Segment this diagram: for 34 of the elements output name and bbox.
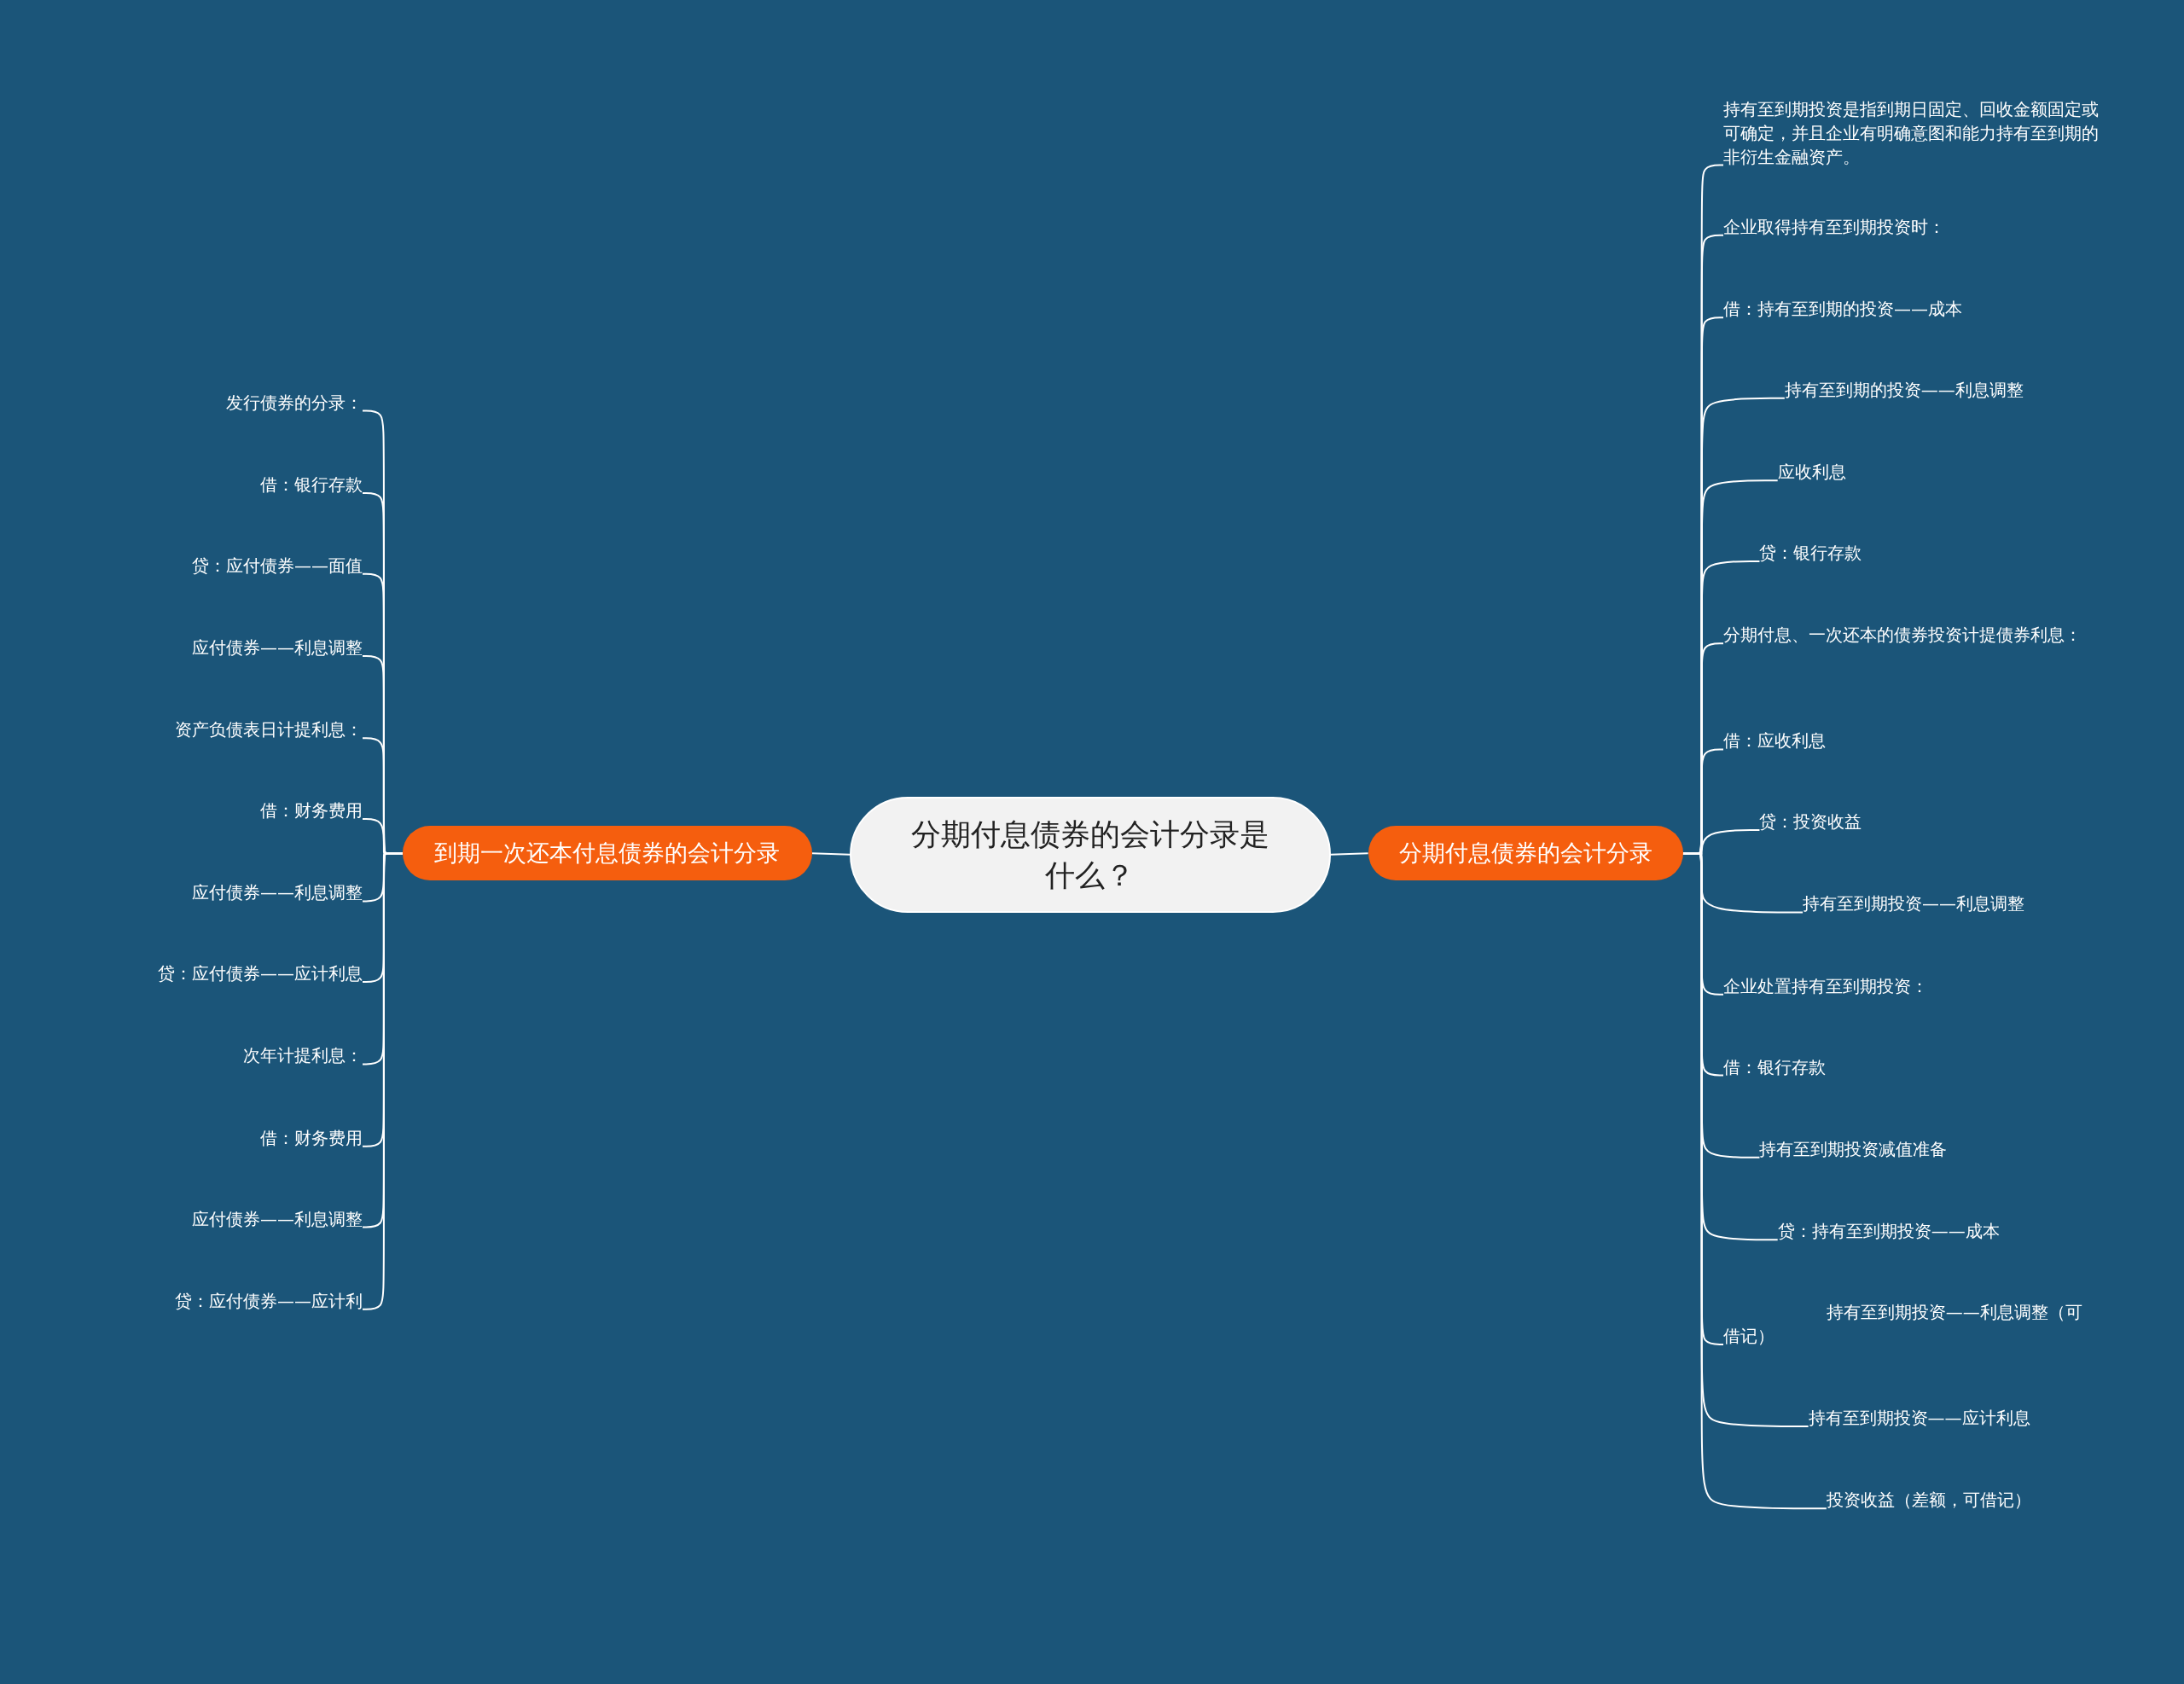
leaf-topic: 企业处置持有至到期投资： <box>1723 973 2099 998</box>
leaf-topic: 借：应收利息 <box>1723 729 2099 753</box>
leaf-topic: 应收利息 <box>1777 460 2099 485</box>
leaf-topic: 持有至到期的投资——利息调整 <box>1784 377 2099 402</box>
leaf-topic: 持有至到期投资——利息调整（可借记） <box>1723 1299 2099 1348</box>
leaf-topic: 资产负债表日计提利息： <box>85 717 363 742</box>
leaf-topic: 分期付息、一次还本的债券投资计提债券利息： <box>1723 623 2099 647</box>
leaf-topic: 持有至到期投资——应计利息 <box>1808 1406 2099 1430</box>
leaf-topic: 应付债券——利息调整 <box>85 635 363 659</box>
leaf-topic: 借：财务费用 <box>85 1125 363 1150</box>
leaf-topic: 借：银行存款 <box>85 472 363 496</box>
leaf-topic: 借：银行存款 <box>1723 1054 2099 1079</box>
leaf-topic: 贷：持有至到期投资——成本 <box>1777 1219 2099 1244</box>
leaf-topic: 贷：银行存款 <box>1759 540 2099 565</box>
central-topic: 分期付息债券的会计分录是什么？ <box>850 797 1331 913</box>
leaf-topic: 贷：投资收益 <box>1759 810 2099 834</box>
leaf-topic: 投资收益（差额，可借记） <box>1826 1488 2099 1513</box>
leaf-topic: 次年计提利息： <box>85 1043 363 1068</box>
leaf-topic: 贷：应付债券——应计利息 <box>85 961 363 986</box>
branch-topic: 到期一次还本付息债券的会计分录 <box>402 826 812 881</box>
leaf-topic: 应付债券——利息调整 <box>85 880 363 905</box>
connector-line <box>811 852 851 856</box>
branch-topic: 分期付息债券的会计分录 <box>1368 826 1683 881</box>
leaf-topic: 贷：应付债券——应计利 <box>85 1288 363 1313</box>
leaf-topic: 应付债券——利息调整 <box>85 1206 363 1231</box>
leaf-topic: 持有至到期投资减值准备 <box>1759 1136 2099 1161</box>
leaf-topic: 持有至到期投资是指到期日固定、回收金额固定或可确定，并且企业有明确意图和能力持有至到期的非衍生金融资产。 <box>1723 96 2099 169</box>
connector-line <box>1329 852 1369 856</box>
leaf-topic: 借：持有至到期的投资——成本 <box>1723 297 2099 322</box>
leaf-topic: 借：财务费用 <box>85 798 363 823</box>
leaf-topic: 企业取得持有至到期投资时： <box>1723 214 2099 239</box>
leaf-topic: 持有至到期投资——利息调整 <box>1803 891 2099 916</box>
leaf-topic: 发行债券的分录： <box>85 390 363 415</box>
leaf-topic: 贷：应付债券——面值 <box>85 553 363 578</box>
